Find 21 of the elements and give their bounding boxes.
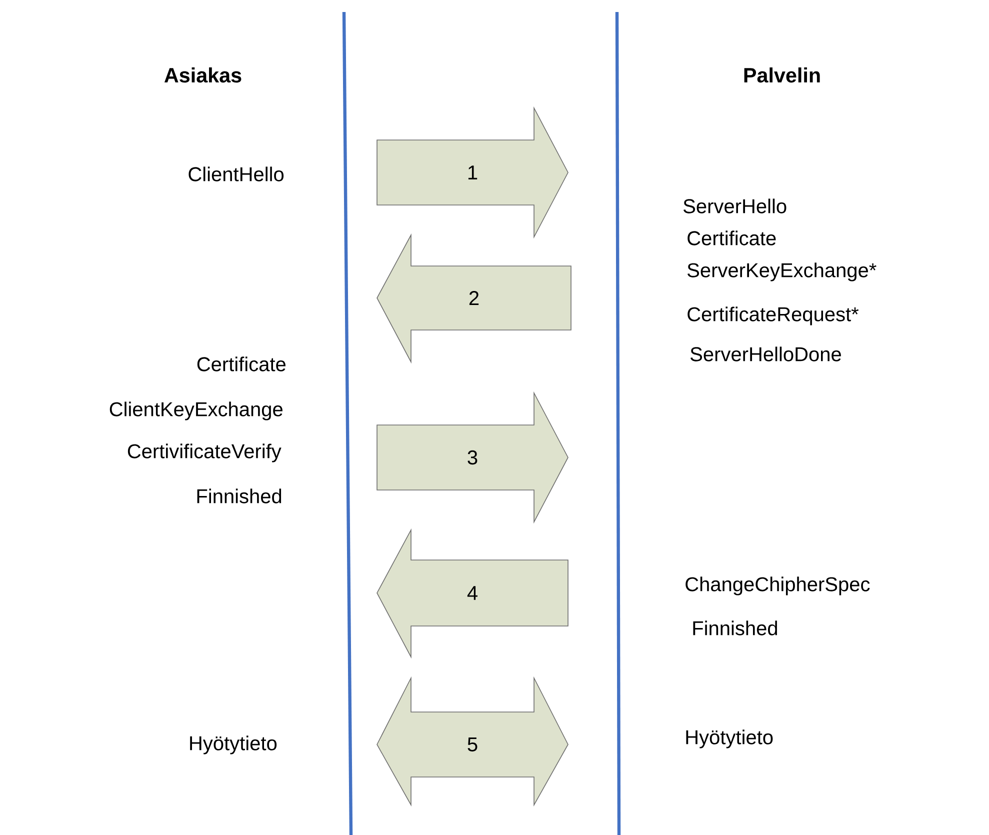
message-label: ServerHelloDone bbox=[690, 346, 841, 362]
message-label: ServerKeyExchange* bbox=[688, 262, 876, 282]
message-label: Hyötytieto bbox=[190, 736, 277, 754]
message-block: 2 bbox=[376, 233, 572, 364]
message-label: Hyötytieto bbox=[686, 730, 773, 748]
message-label: ChangeChipherSpec bbox=[686, 576, 870, 596]
column-heading: Palvelin bbox=[744, 67, 820, 83]
message-label: Certificate bbox=[688, 230, 776, 246]
message-label: ClientHello bbox=[188, 166, 284, 182]
message-label: Finnished bbox=[197, 488, 282, 504]
message-label: ServerHello bbox=[684, 198, 786, 214]
message-block: 3 bbox=[376, 391, 568, 524]
message-block: 4 bbox=[376, 528, 568, 659]
message-label: CertificateRequest* bbox=[688, 306, 859, 326]
message-label: CertivificateVerify bbox=[128, 444, 282, 462]
message-label: ClientKeyExchange bbox=[110, 402, 282, 420]
message-block: 1 bbox=[376, 106, 568, 239]
message-block: 5 bbox=[376, 676, 568, 807]
column-heading: Asiakas bbox=[164, 67, 242, 83]
message-label: Certificate bbox=[197, 356, 286, 372]
message-label: Finnished bbox=[693, 620, 777, 636]
